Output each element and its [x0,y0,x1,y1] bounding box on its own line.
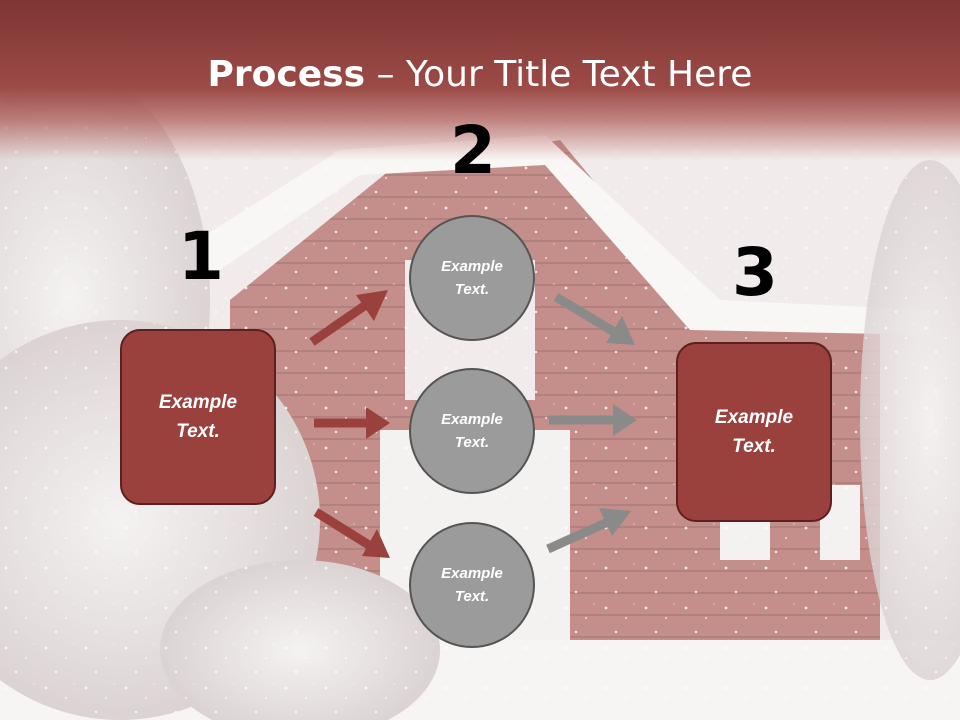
circle-bottom-label-line-1: Example [441,565,503,582]
arrow-1-to-top [309,290,388,346]
page-title: Process – Your Title Text Here [0,54,960,95]
step-1-label-line-1: Example [158,392,238,413]
circle-bottom-label-line-2: Text. [454,588,490,605]
step-number-3: 3 [732,234,778,311]
step-number-1: 1 [178,218,224,295]
title-bold: Process [207,54,366,95]
title-band [0,0,960,160]
arrow-1-to-bottom [313,508,390,558]
arrow-top-to-3 [553,293,635,345]
step-1-label-line-2: Text. [176,421,220,442]
circle-top-label-line-1: Example [441,258,503,275]
arrow-bottom-to-3 [546,508,631,554]
step-3-label-line-2: Text. [732,436,776,457]
arrow-1-to-middle [314,407,390,439]
circle-top-label-line-2: Text. [454,281,490,298]
step-3-label-line-1: Example [714,407,794,428]
circle-middle-label-line-2: Text. [454,434,490,451]
title-rest: – Your Title Text Here [365,54,753,95]
arrow-middle-to-3 [549,404,637,436]
step-number-2: 2 [450,112,496,189]
circle-middle-label-line-1: Example [441,411,503,428]
